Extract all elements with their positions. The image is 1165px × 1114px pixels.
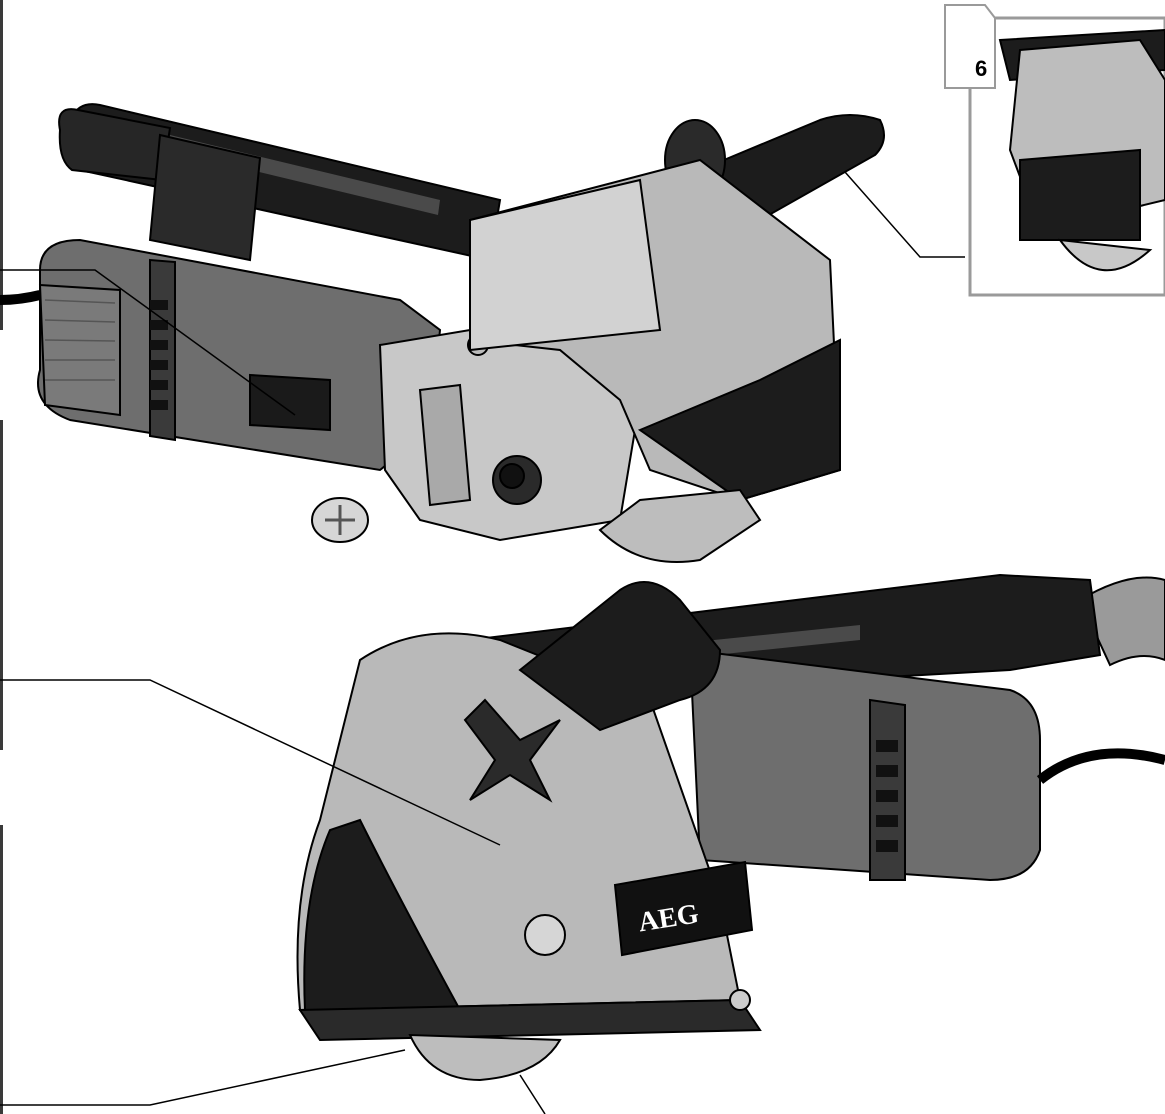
detail-label: 6 bbox=[975, 56, 987, 81]
extraction-hose bbox=[1078, 576, 1165, 667]
motor-body-bottom bbox=[688, 648, 1041, 882]
spindle-cap bbox=[524, 914, 566, 956]
margin-bars bbox=[0, 0, 3, 1114]
blade-guard-top bbox=[469, 158, 842, 502]
leader-line-blade bbox=[0, 1049, 406, 1106]
leader-line-handle bbox=[844, 171, 965, 258]
leader-line-guard bbox=[519, 1074, 546, 1114]
depth-roller bbox=[311, 497, 369, 543]
margin-bar-top bbox=[0, 0, 3, 330]
gear-housing bbox=[378, 328, 642, 542]
top-tool-drawing bbox=[0, 103, 965, 563]
diamond-blade-bottom bbox=[408, 1033, 562, 1082]
front-handle bbox=[518, 581, 722, 732]
aeg-logo: AEG bbox=[613, 860, 754, 957]
detail-inset-6: 6 bbox=[944, 4, 1165, 297]
locking-knob bbox=[463, 698, 561, 803]
margin-bar-middle bbox=[0, 420, 3, 750]
power-cable-top bbox=[0, 290, 42, 305]
bottom-tool-drawing: AEG bbox=[0, 573, 1165, 1114]
motor-body bbox=[37, 238, 442, 472]
detail-label-tab bbox=[944, 4, 996, 89]
leader-line-switch bbox=[0, 269, 296, 416]
diamond-blade-top bbox=[598, 488, 762, 563]
extraction-tube bbox=[58, 103, 502, 262]
leader-line-knob bbox=[0, 679, 501, 846]
margin-bar-bottom bbox=[0, 825, 3, 1114]
power-cable-bottom bbox=[1036, 748, 1165, 784]
